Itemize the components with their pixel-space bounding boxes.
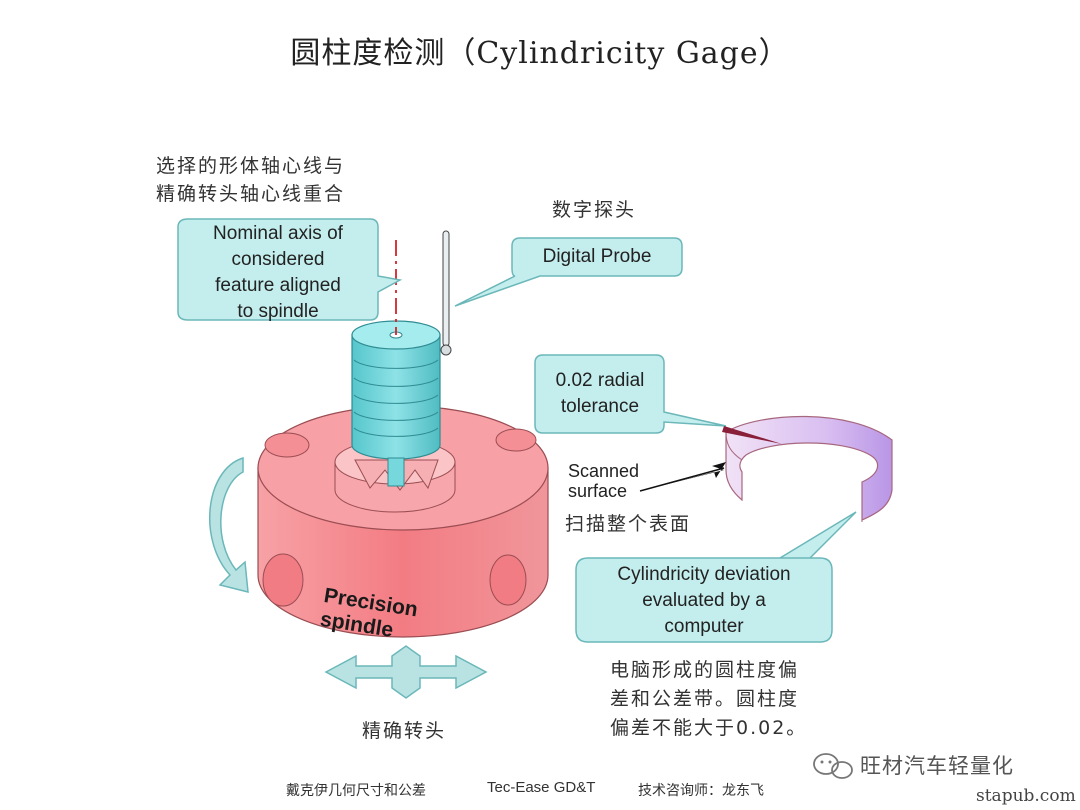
callout-digital-probe <box>454 237 683 307</box>
callout-radial-tolerance <box>534 354 727 434</box>
axis-cn-line2: 精确转头轴心线重合 <box>156 183 346 205</box>
digital-probe <box>440 230 452 356</box>
page-title: 圆柱度检测（Cylindricity Gage） <box>290 36 790 71</box>
dev-en-line3: computer <box>664 616 744 637</box>
site-watermark: stapub.com <box>976 786 1076 806</box>
probe-cn-label: 数字探头 <box>552 199 637 221</box>
tol-en-line2: tolerance <box>560 396 640 417</box>
axis-cn-line1: 选择的形体轴心线与 <box>156 155 346 177</box>
callout-nominal-axis <box>177 218 403 321</box>
watermark-text: 旺材汽车轻量化 <box>860 754 1014 778</box>
axis-en-line1: Nominal axis of <box>213 223 343 244</box>
scanned-line1: Scanned <box>568 461 640 481</box>
tol-en-line1: 0.02 radial <box>555 370 645 391</box>
move-arrows-icon <box>324 645 488 699</box>
rotation-arrow-icon <box>209 456 249 593</box>
spindle-cn-label: 精确转头 <box>362 720 447 742</box>
callout-cylindricity-deviation <box>575 511 857 643</box>
axis-en-line2: considered <box>231 249 325 270</box>
tolerance-band <box>639 415 893 522</box>
axis-en-line3: feature aligned <box>215 275 341 296</box>
dev-cn-line2: 差和公差带。圆柱度 <box>610 688 800 710</box>
footer-right: 技术咨询师：龙东飞 <box>638 783 764 799</box>
scan-cn-label: 扫描整个表面 <box>565 513 692 535</box>
scanned-line2: surface <box>568 481 628 501</box>
probe-en-label: Digital Probe <box>542 246 652 267</box>
precision-spindle <box>257 405 549 638</box>
footer-left: 戴克伊几何尺寸和公差 <box>286 783 426 799</box>
axis-en-line4: to spindle <box>237 301 319 322</box>
wechat-icon <box>813 753 853 779</box>
dev-cn-line1: 电脑形成的圆柱度偏 <box>610 659 800 681</box>
dev-en-line2: evaluated by a <box>642 590 766 611</box>
dev-cn-line3: 偏差不能大于0.02。 <box>610 717 808 739</box>
footer-center: Tec-Ease GD&T <box>487 779 596 796</box>
dev-en-line1: Cylindricity deviation <box>617 564 791 585</box>
